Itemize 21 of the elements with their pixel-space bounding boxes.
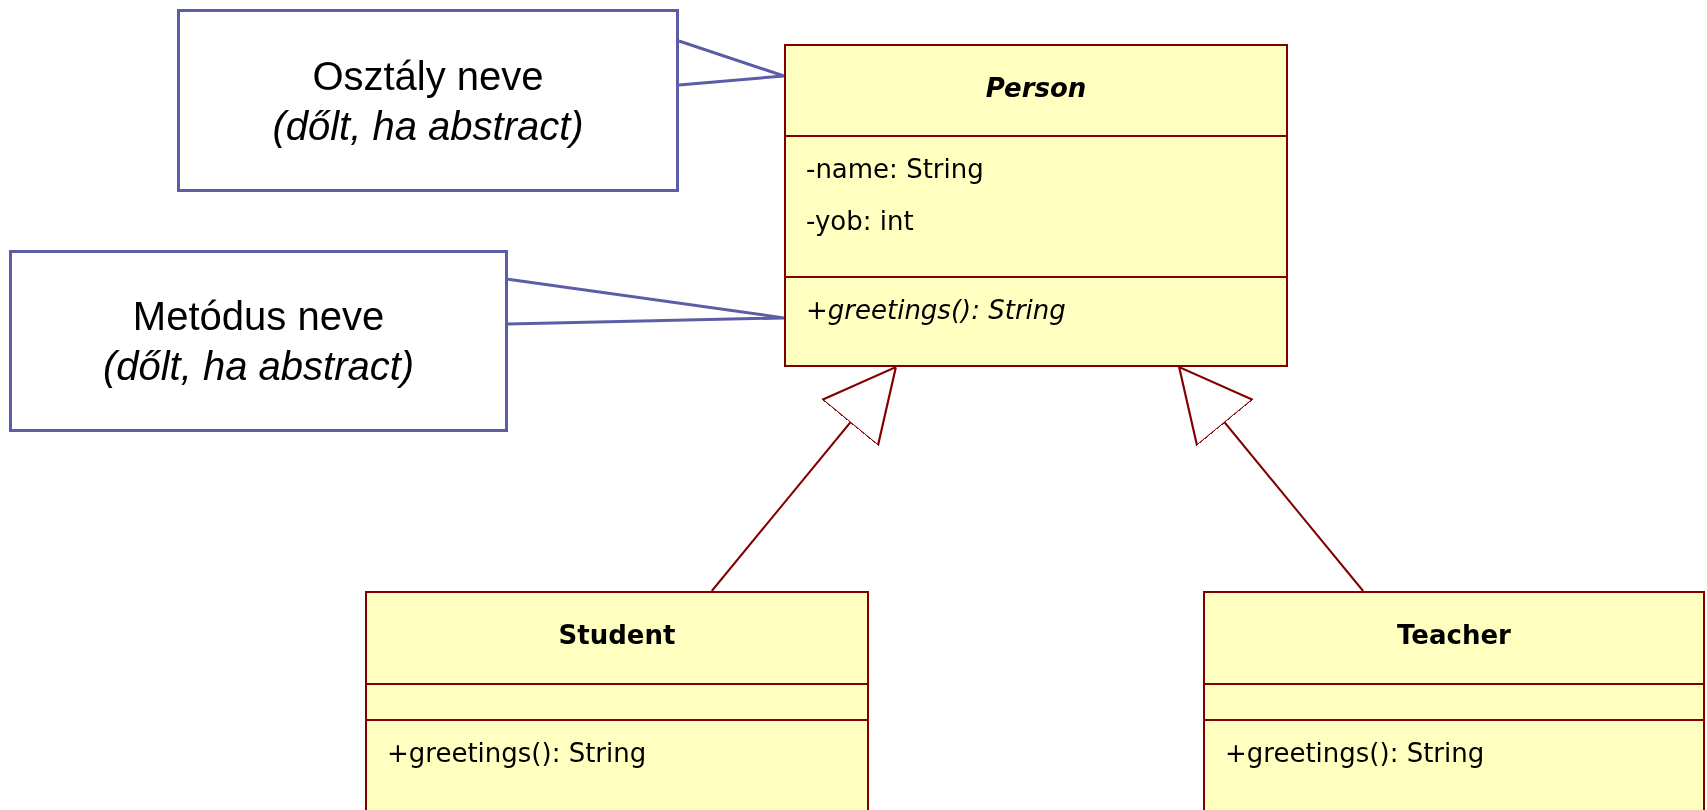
class-box	[365, 591, 869, 810]
method-text: +greetings(): String	[1225, 737, 1486, 770]
callout-box	[9, 250, 508, 432]
callout-text: Osztály neve	[312, 52, 544, 100]
leader-line	[506, 277, 786, 326]
class-box	[784, 44, 1288, 367]
class-box	[1203, 591, 1705, 810]
leader-line	[677, 39, 786, 87]
callout-text: (dőlt, ha abstract)	[272, 102, 584, 150]
class-name: Student	[558, 619, 676, 652]
inheritance-arrow	[1178, 365, 1365, 592]
method-text: +greetings(): String	[806, 294, 1067, 327]
method-text: +greetings(): String	[387, 737, 648, 770]
callout-text: (dőlt, ha abstract)	[102, 343, 415, 390]
attribute-text: -yob: int	[806, 205, 915, 238]
class-name: Person	[985, 72, 1087, 105]
class-name: Teacher	[1397, 619, 1511, 652]
callout-box	[177, 9, 679, 192]
callout-text: Metódus neve	[132, 293, 385, 340]
attribute-text: -name: String	[806, 153, 985, 186]
inheritance-arrow	[710, 365, 897, 592]
